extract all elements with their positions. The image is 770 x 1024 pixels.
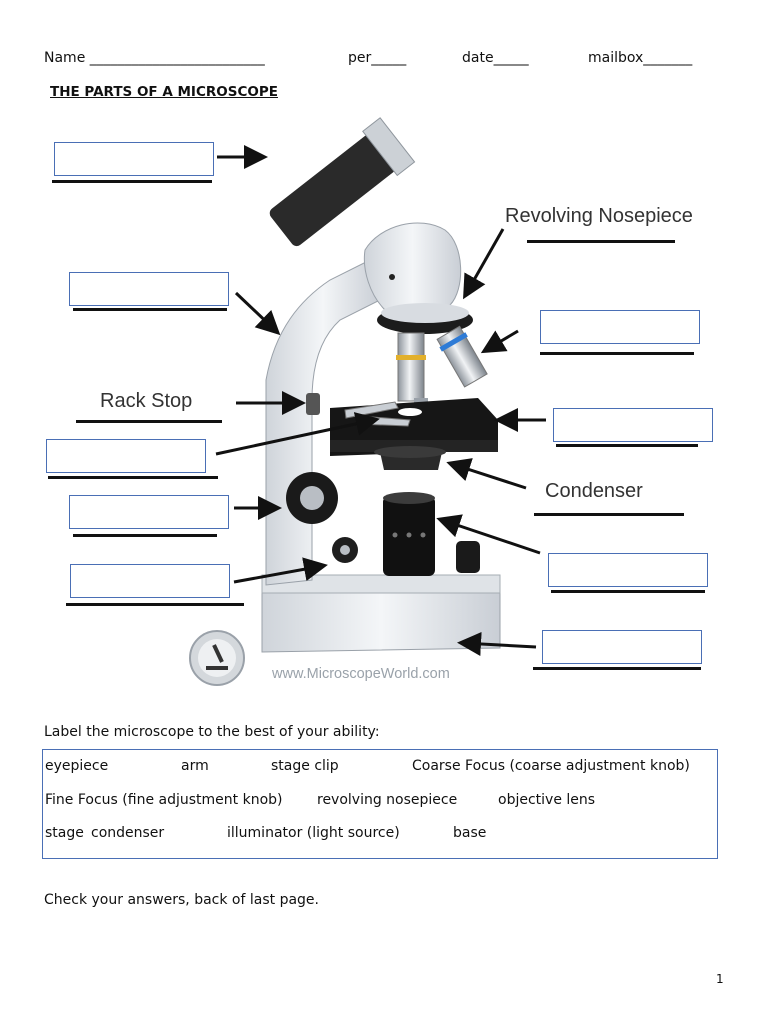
label-rack-stop: Rack Stop	[100, 390, 193, 412]
label-condenser: Condenser	[545, 480, 643, 502]
answer-box-base-area[interactable]	[542, 630, 702, 664]
answer-box-eyepiece-area[interactable]	[54, 142, 214, 176]
answer-line	[527, 240, 675, 243]
date-field[interactable]: date_____	[462, 50, 529, 66]
answer-line	[48, 476, 218, 479]
word-bank-item: revolving nosepiece	[317, 792, 458, 808]
answer-line	[52, 180, 212, 183]
word-bank-item: condenser	[91, 825, 165, 841]
answer-line	[73, 534, 217, 537]
footer-note: Check your answers, back of last page.	[44, 892, 319, 908]
answer-box-coarse-area[interactable]	[69, 495, 229, 529]
name-field[interactable]: Name _________________________	[44, 50, 265, 66]
answer-box-stage-area[interactable]	[553, 408, 713, 442]
answer-box-stage-clip-area[interactable]	[46, 439, 206, 473]
label-revolving-nosepiece: Revolving Nosepiece	[505, 205, 693, 227]
page-number: 1	[716, 972, 724, 986]
word-bank-item: illuminator (light source)	[227, 825, 400, 841]
instructions: Label the microscope to the best of your…	[44, 724, 380, 740]
mailbox-field[interactable]: mailbox_______	[588, 50, 693, 66]
answer-line	[66, 603, 244, 606]
watermark-url: www.MicroscopeWorld.com	[272, 666, 450, 682]
answer-box-arm-area[interactable]	[69, 272, 229, 306]
answer-box-fine-area[interactable]	[70, 564, 230, 598]
word-bank-item: eyepiece	[45, 758, 109, 774]
answer-line	[556, 444, 698, 447]
answer-line	[76, 420, 222, 423]
answer-line	[534, 513, 684, 516]
word-bank-item: arm	[181, 758, 209, 774]
answer-line	[551, 590, 705, 593]
word-bank-item: Fine Focus (fine adjustment knob)	[45, 792, 283, 808]
answer-line	[533, 667, 701, 670]
word-bank-item: stage	[45, 825, 84, 841]
answer-box-objective-area[interactable]	[540, 310, 700, 344]
word-bank-item: objective lens	[498, 792, 596, 808]
answer-line	[73, 308, 227, 311]
word-bank-item: base	[453, 825, 487, 841]
period-field[interactable]: per_____	[348, 50, 407, 66]
word-bank-item: stage clip	[271, 758, 339, 774]
word-bank-item: Coarse Focus (coarse adjustment knob)	[412, 758, 690, 774]
answer-line	[540, 352, 694, 355]
word-bank: eyepiece arm stage clip Coarse Focus (co…	[42, 749, 718, 859]
answer-box-illuminator-area[interactable]	[548, 553, 708, 587]
worksheet-title: THE PARTS OF A MICROSCOPE	[50, 84, 278, 100]
